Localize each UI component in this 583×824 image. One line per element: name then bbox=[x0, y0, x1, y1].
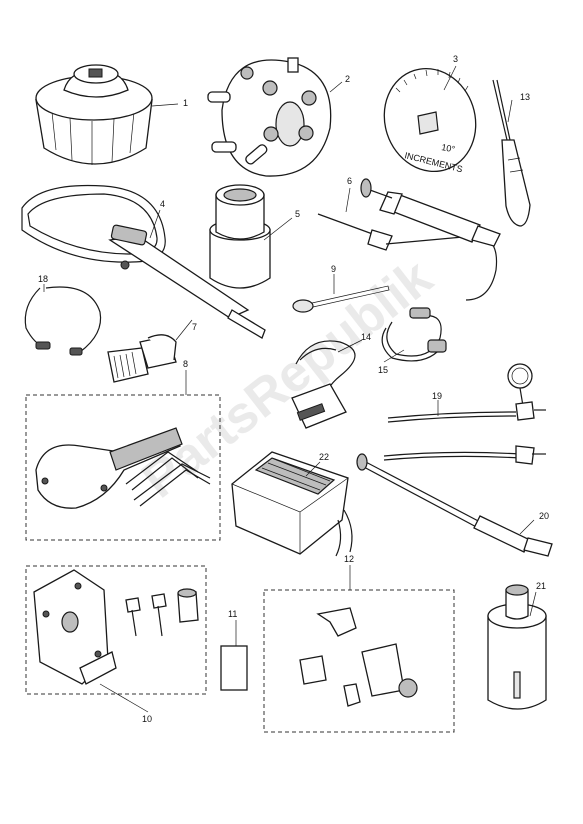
spacer-bush bbox=[177, 588, 199, 623]
pin-spanner bbox=[35, 427, 211, 509]
callout-labels: 1 2 3 13 4 5 6 7 9 18 14 15 8 19 22 20 1… bbox=[38, 54, 549, 724]
callout-21: 21 bbox=[536, 581, 546, 591]
callout-18: 18 bbox=[38, 274, 48, 284]
callout-12: 12 bbox=[344, 554, 354, 564]
strap-wrench bbox=[21, 184, 266, 339]
callout-4: 4 bbox=[160, 199, 165, 209]
leader-lines bbox=[43, 65, 537, 713]
pressure-gauge-kit bbox=[383, 363, 546, 465]
callout-2: 2 bbox=[345, 74, 350, 84]
screwdriver bbox=[492, 79, 531, 227]
feeler-gauge bbox=[292, 285, 390, 313]
callout-5: 5 bbox=[295, 209, 300, 219]
ecu-module bbox=[231, 451, 353, 557]
callout-8: 8 bbox=[183, 359, 188, 369]
callout-6: 6 bbox=[347, 176, 352, 186]
callout-10: 10 bbox=[142, 714, 152, 724]
flywheel-holding-tool bbox=[207, 57, 332, 177]
sticker-card bbox=[220, 645, 248, 691]
degree-wheel: 10° INCREMENTS bbox=[383, 67, 477, 174]
long-bolts bbox=[125, 593, 167, 637]
callout-1: 1 bbox=[183, 98, 188, 108]
callout-15: 15 bbox=[378, 365, 388, 375]
callout-13: 13 bbox=[520, 92, 530, 102]
crank-locking-plate bbox=[33, 569, 117, 685]
diagnostic-cable-14 bbox=[291, 340, 356, 429]
diagnostic-cable-15 bbox=[381, 307, 447, 362]
box-12 bbox=[263, 589, 455, 733]
sleeve-tool bbox=[209, 184, 271, 289]
oil-filter-wrench bbox=[35, 64, 153, 165]
cylinder-tool bbox=[487, 584, 547, 710]
bolt-tool bbox=[107, 334, 177, 383]
clamp-fixtures bbox=[299, 607, 418, 707]
syringe-pump bbox=[317, 178, 501, 301]
callout-7: 7 bbox=[192, 322, 197, 332]
probe-tube bbox=[356, 453, 553, 557]
callout-19: 19 bbox=[432, 391, 442, 401]
sensor-cable bbox=[24, 286, 102, 356]
callout-20: 20 bbox=[539, 511, 549, 521]
callout-14: 14 bbox=[361, 332, 371, 342]
callout-3: 3 bbox=[453, 54, 458, 64]
box-8 bbox=[25, 394, 221, 541]
callout-9: 9 bbox=[331, 264, 336, 274]
callout-11: 11 bbox=[228, 609, 237, 619]
callout-22: 22 bbox=[319, 452, 329, 462]
dial-degree-text: 10° bbox=[441, 142, 457, 154]
